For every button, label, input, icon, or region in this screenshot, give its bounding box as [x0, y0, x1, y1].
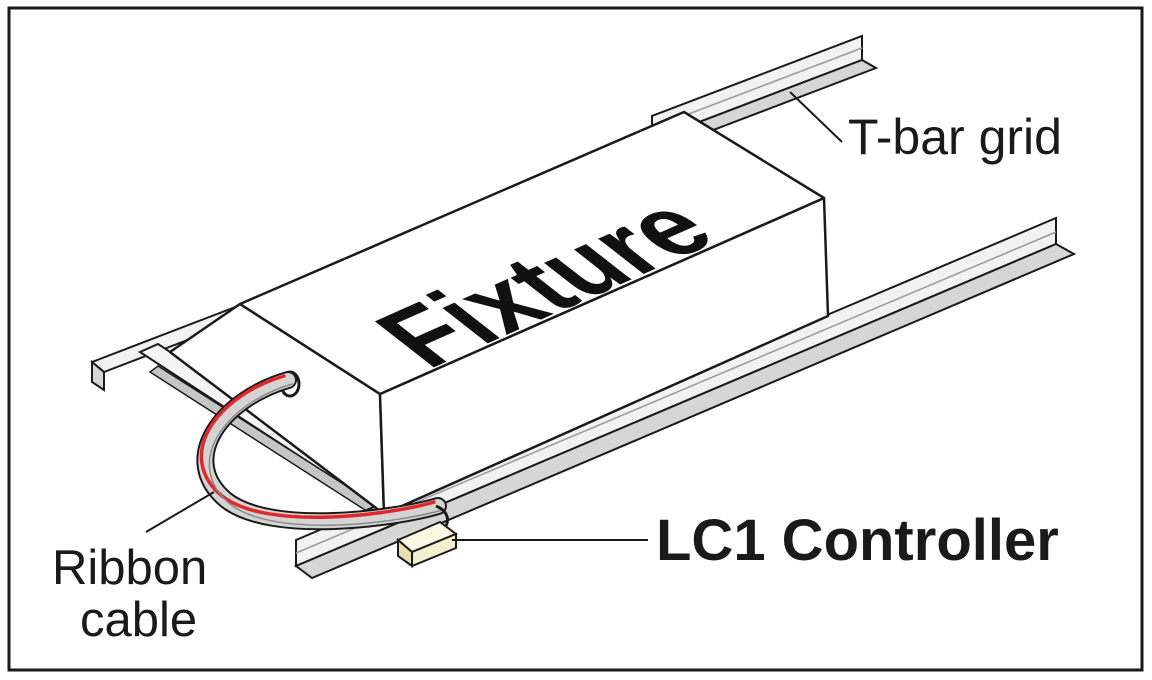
ribbon-cable-label-line2: cable: [80, 593, 197, 647]
ribbon-cable-label-line1: Ribbon: [52, 541, 207, 595]
t-bar-grid-leader: [789, 91, 843, 143]
t-bar-lower-rail: [294, 216, 1077, 580]
t-bar-grid-label: T-bar grid: [848, 109, 1062, 165]
ribbon-cable-leader: [145, 491, 215, 533]
fixture-top-face: [238, 110, 826, 396]
lc1-controller-label: LC1 Controller: [656, 508, 1059, 573]
ribbon-cable: [196, 371, 447, 531]
lc1-controller-device: [396, 504, 459, 568]
